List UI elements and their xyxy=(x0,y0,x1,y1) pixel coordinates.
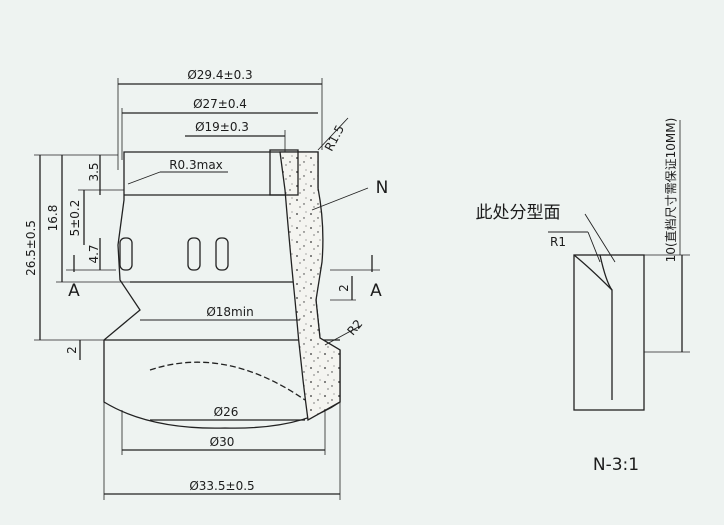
r03-label: R0.3max xyxy=(169,158,223,172)
section-mark-left: A xyxy=(68,281,80,301)
detail-view xyxy=(548,120,690,411)
vdim-16-label: 16.8 xyxy=(46,205,60,232)
slot-3 xyxy=(215,237,229,271)
slot-2 xyxy=(187,237,201,271)
section-mark-right: A xyxy=(370,281,382,301)
detail-outline xyxy=(573,254,645,411)
dim-29-label: Ø29.4±0.3 xyxy=(187,68,252,82)
dim-27-label: Ø27±0.4 xyxy=(193,97,247,111)
vdim-5-label: 5±0.2 xyxy=(68,200,82,237)
section-fill xyxy=(279,151,341,422)
main-view xyxy=(34,78,380,500)
vdim-2b-label: 2 xyxy=(337,284,351,292)
detail-radius-label: R1 xyxy=(550,235,566,249)
dimension-labels: Ø29.4±0.3 Ø27±0.4 Ø19±0.3 Ø18min Ø26 Ø30… xyxy=(24,68,678,493)
r15-label: R1.5 xyxy=(322,123,347,154)
dim-30-label: Ø30 xyxy=(210,435,235,449)
vdim-26-label: 26.5±0.5 xyxy=(24,220,38,276)
slot-1 xyxy=(119,237,133,271)
detail-title: N-3:1 xyxy=(593,455,639,475)
dim-26-label: Ø26 xyxy=(214,405,239,419)
dim-33-label: Ø33.5±0.5 xyxy=(189,479,254,493)
vdim-35-label: 3.5 xyxy=(87,162,101,181)
dim-18-label: Ø18min xyxy=(206,305,253,319)
r2-label: R2 xyxy=(344,317,365,338)
dim-19-label: Ø19±0.3 xyxy=(195,120,249,134)
parting-note: 此处分型面 xyxy=(476,203,561,223)
vdim-47-label: 4.7 xyxy=(87,244,101,263)
callout-n: N xyxy=(376,178,389,198)
detail-side-note: 10(直档尺寸需保证10MM) xyxy=(664,118,678,263)
vdim-2a-label: 2 xyxy=(65,346,79,354)
